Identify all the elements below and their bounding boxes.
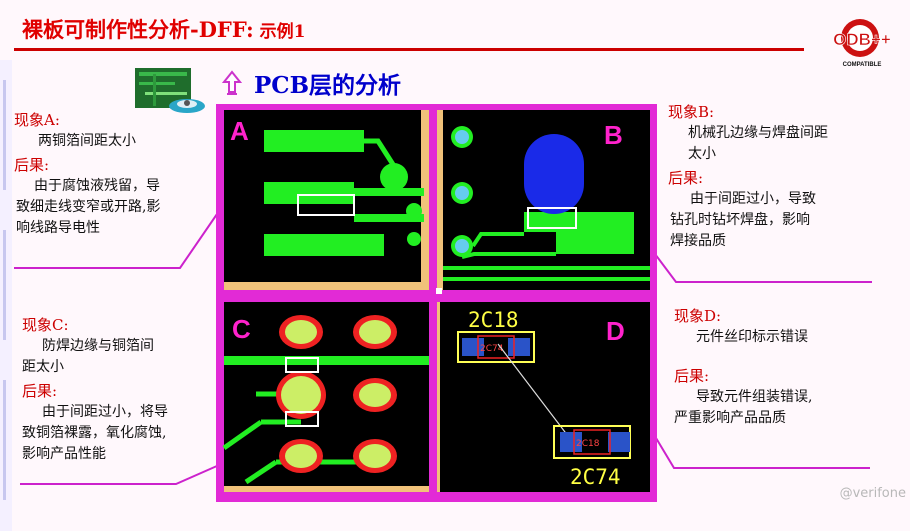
panel-b: B — [437, 110, 650, 290]
note-c-consequence-line: 由于间距过小，将导 — [42, 404, 168, 420]
note-a-phenomenon-label: 现象A: — [14, 111, 60, 129]
note-d-consequence-label: 后果: — [674, 367, 710, 385]
callout-line-b — [651, 249, 872, 283]
pad-label-bottom: 2C18 — [576, 439, 600, 449]
side-watermark-strip — [0, 60, 12, 531]
panel-d: 2C18 2C74 2C18 2C74 D — [437, 302, 650, 492]
note-b-consequence-line: 由于间距过小，导致 — [690, 191, 816, 207]
pcb-thumbnail-image — [135, 68, 205, 113]
note-a-phenomenon-line: 两铜箔间距太小 — [38, 133, 136, 149]
note-b-consequence-line: 钻孔时钻坏焊盘，影响 — [670, 212, 810, 228]
note-d-phenomenon-label: 现象D: — [674, 307, 722, 325]
svg-text:ODB++: ODB++ — [833, 30, 891, 49]
note-a-consequence-line: 由于腐蚀液残留，导 — [34, 178, 160, 194]
note-c-phenomenon-line: 距太小 — [22, 359, 64, 375]
note-a-consequence-line: 响线路导电性 — [16, 220, 100, 236]
note-a: 现象A: 两铜箔间距太小 后果: 由于腐蚀液残留，导 致细走线变窄或开路,影 响… — [14, 110, 204, 239]
note-d-consequence-line: 严重影响产品品质 — [674, 410, 786, 426]
note-c-consequence-label: 后果: — [22, 382, 58, 400]
note-b-consequence-line: 焊接品质 — [670, 233, 726, 249]
note-c-phenomenon-label: 现象C: — [22, 316, 69, 334]
watermark: @verifone — [839, 486, 906, 501]
up-arrow-icon — [222, 70, 242, 95]
silkscreen-ref-bottom: 2C74 — [570, 465, 621, 489]
callout-line-d — [649, 427, 870, 469]
panel-a-label: A — [230, 116, 249, 146]
silkscreen-ref-top: 2C18 — [468, 308, 519, 332]
callout-line-c — [20, 461, 227, 485]
title-underline — [14, 48, 804, 51]
section-title: PCB层的分析 — [254, 72, 402, 99]
pad-label-top: 2C74 — [480, 344, 504, 354]
panel-c: C — [222, 302, 429, 492]
note-b-consequence-label: 后果: — [668, 169, 704, 187]
odb-logo: ODB++ COMPATIBLE — [833, 19, 891, 68]
note-d-consequence-line: 导致元件组装错误, — [696, 389, 813, 405]
note-c: 现象C: 防焊边缘与铜箔间 距太小 后果: 由于间距过小，将导 致铜箔裸露，氧化… — [22, 315, 212, 465]
note-d: 现象D: 元件丝印标示错误 后果: 导致元件组装错误, 严重影响产品品质 — [674, 306, 884, 429]
note-c-consequence-line: 致铜箔裸露，氧化腐蚀, — [22, 425, 167, 441]
note-c-phenomenon-line: 防焊边缘与铜箔间 — [42, 338, 154, 354]
note-b-phenomenon-line: 太小 — [688, 146, 716, 162]
panel-b-label: B — [604, 120, 623, 150]
panel-d-label: D — [606, 316, 625, 346]
pcb-layer-figure: A B — [216, 104, 657, 502]
svg-text:COMPATIBLE: COMPATIBLE — [843, 62, 882, 68]
note-d-phenomenon-line: 元件丝印标示错误 — [696, 329, 808, 345]
page-title: 裸板可制作性分析-DFF: 示例1 — [22, 17, 306, 42]
note-a-consequence-line: 致细走线变窄或开路,影 — [16, 199, 161, 215]
panel-a: A — [224, 110, 429, 290]
note-b: 现象B: 机械孔边缘与焊盘间距 太小 后果: 由于间距过小，导致 钻孔时钻坏焊盘… — [668, 102, 883, 252]
note-b-phenomenon-label: 现象B: — [668, 103, 715, 121]
note-b-phenomenon-line: 机械孔边缘与焊盘间距 — [688, 125, 828, 141]
note-c-consequence-line: 影响产品性能 — [22, 446, 106, 462]
panel-c-label: C — [232, 314, 251, 344]
note-a-consequence-label: 后果: — [14, 156, 50, 174]
